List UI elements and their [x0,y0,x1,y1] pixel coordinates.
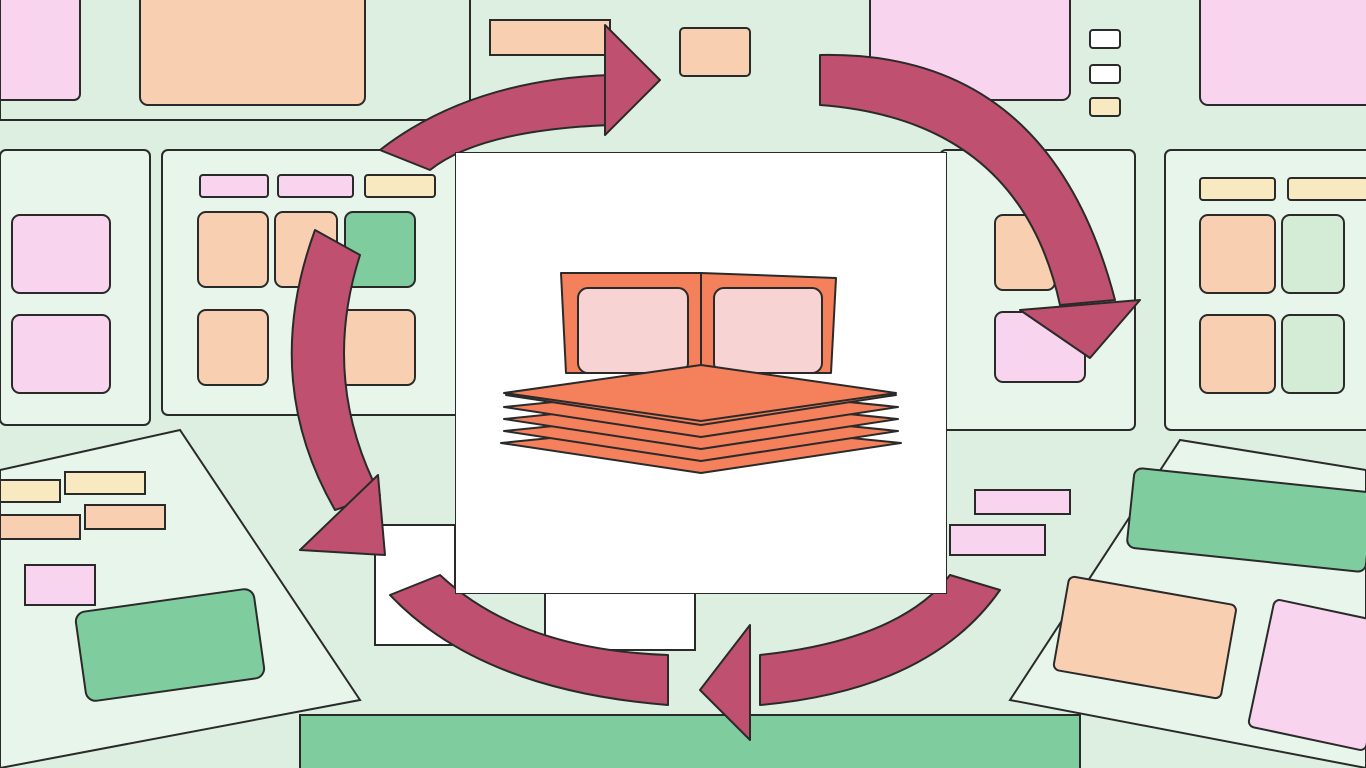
arrowhead-top-left [604,24,661,136]
arrow-left [290,229,381,511]
arrow-top-right [819,53,1116,306]
center-card [455,152,947,594]
arrowhead-bottom-right [699,624,751,741]
stacked-monitors-icon [500,272,902,474]
arrowhead-top-right [1019,299,1141,359]
arrowhead-left [299,474,386,556]
arrow-bottom-right [759,574,1001,706]
arrow-bottom-left [389,574,669,706]
